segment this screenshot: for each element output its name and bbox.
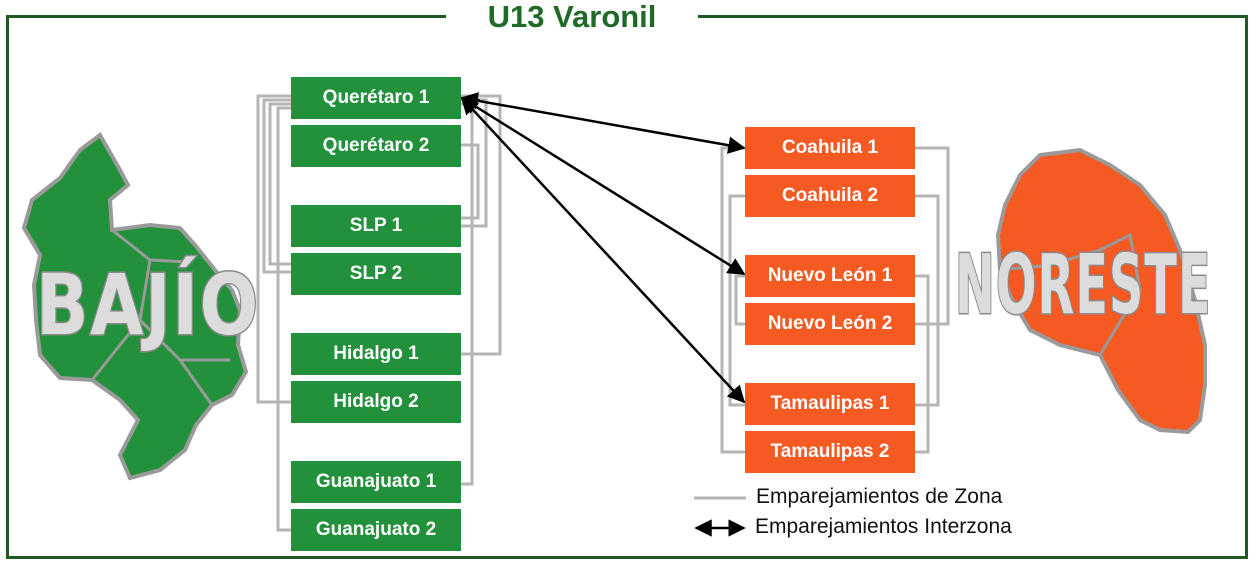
team-box-guanajuato-2: Guanajuato 2 [291, 509, 461, 551]
noreste-map-borders [999, 232, 1142, 356]
arrow-queretaro1-tamaulipas1 [460, 96, 746, 404]
bajio-map [21, 132, 249, 481]
team-box-slp-1: SLP 1 [291, 205, 461, 247]
noreste-map [995, 147, 1207, 435]
team-box-coahuila-2: Coahuila 2 [745, 175, 915, 217]
interzone-arrows [460, 92, 746, 404]
team-box-tamaulipas-1: Tamaulipas 1 [745, 383, 915, 425]
team-box-guanajuato-1: Guanajuato 1 [291, 461, 461, 503]
team-box-queretaro-1: Querétaro 1 [291, 77, 461, 119]
team-box-queretaro-2: Querétaro 2 [291, 125, 461, 167]
team-box-slp-2: SLP 2 [291, 253, 461, 295]
team-box-hidalgo-2: Hidalgo 2 [291, 381, 461, 423]
legend-zone-label: Emparejamientos de Zona [756, 485, 1003, 508]
team-box-tamaulipas-2: Tamaulipas 2 [745, 431, 915, 473]
region-label-noreste: NORESTE [954, 237, 1212, 335]
team-box-hidalgo-1: Hidalgo 1 [291, 333, 461, 375]
region-label-bajio: BAJÍO [35, 255, 260, 356]
team-box-coahuila-1: Coahuila 1 [745, 127, 915, 169]
arrow-queretaro1-nuevoleon1 [460, 96, 746, 276]
bajio-map-borders [90, 228, 230, 406]
page-title: U13 Varonil [446, 0, 698, 34]
team-box-nuevo-leon-1: Nuevo León 1 [745, 255, 915, 297]
legend-interzone-label: Emparejamientos Interzona [755, 515, 1012, 538]
team-box-nuevo-leon-2: Nuevo León 2 [745, 303, 915, 345]
